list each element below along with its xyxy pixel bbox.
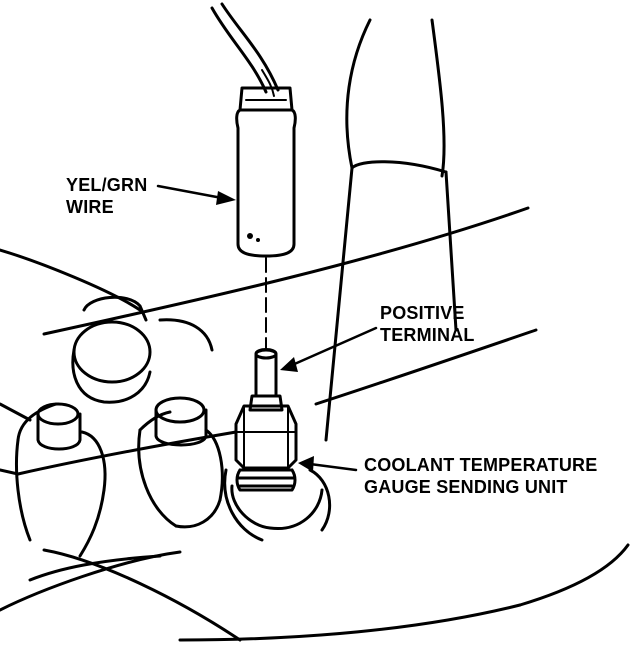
bolt-cap-lower-left xyxy=(15,402,107,558)
positive-terminal-label-line2: TERMINAL xyxy=(380,325,475,345)
arrowhead-wire xyxy=(216,191,236,205)
wire-label-line2: WIRE xyxy=(66,197,114,217)
wire-connector-boot xyxy=(235,86,297,258)
sending-unit-label-line1: COOLANT TEMPERATURE xyxy=(364,455,598,475)
leader-arrows xyxy=(156,184,378,472)
sending-unit-housing xyxy=(223,468,332,542)
wire-label: YEL/GRN WIRE xyxy=(66,174,147,218)
coolant-temperature-sending-unit xyxy=(234,348,298,492)
engine-panel-lines xyxy=(16,206,630,642)
sending-unit-label: COOLANT TEMPERATURE GAUGE SENDING UNIT xyxy=(364,454,597,498)
wire-label-line1: YEL/GRN xyxy=(66,175,148,195)
engine-block-left xyxy=(0,248,182,612)
arrowhead-unit xyxy=(298,456,314,472)
bolt-cap-upper xyxy=(71,295,214,404)
sending-unit-label-line2: GAUGE SENDING UNIT xyxy=(364,477,568,497)
wire-cable xyxy=(210,2,280,97)
arrowhead-terminal xyxy=(280,357,298,372)
positive-terminal-label: POSITIVE TERMINAL xyxy=(380,302,475,346)
coolant-hose xyxy=(324,18,458,442)
bolt-cap-middle xyxy=(137,396,224,529)
positive-terminal-label-line1: POSITIVE xyxy=(380,303,465,323)
